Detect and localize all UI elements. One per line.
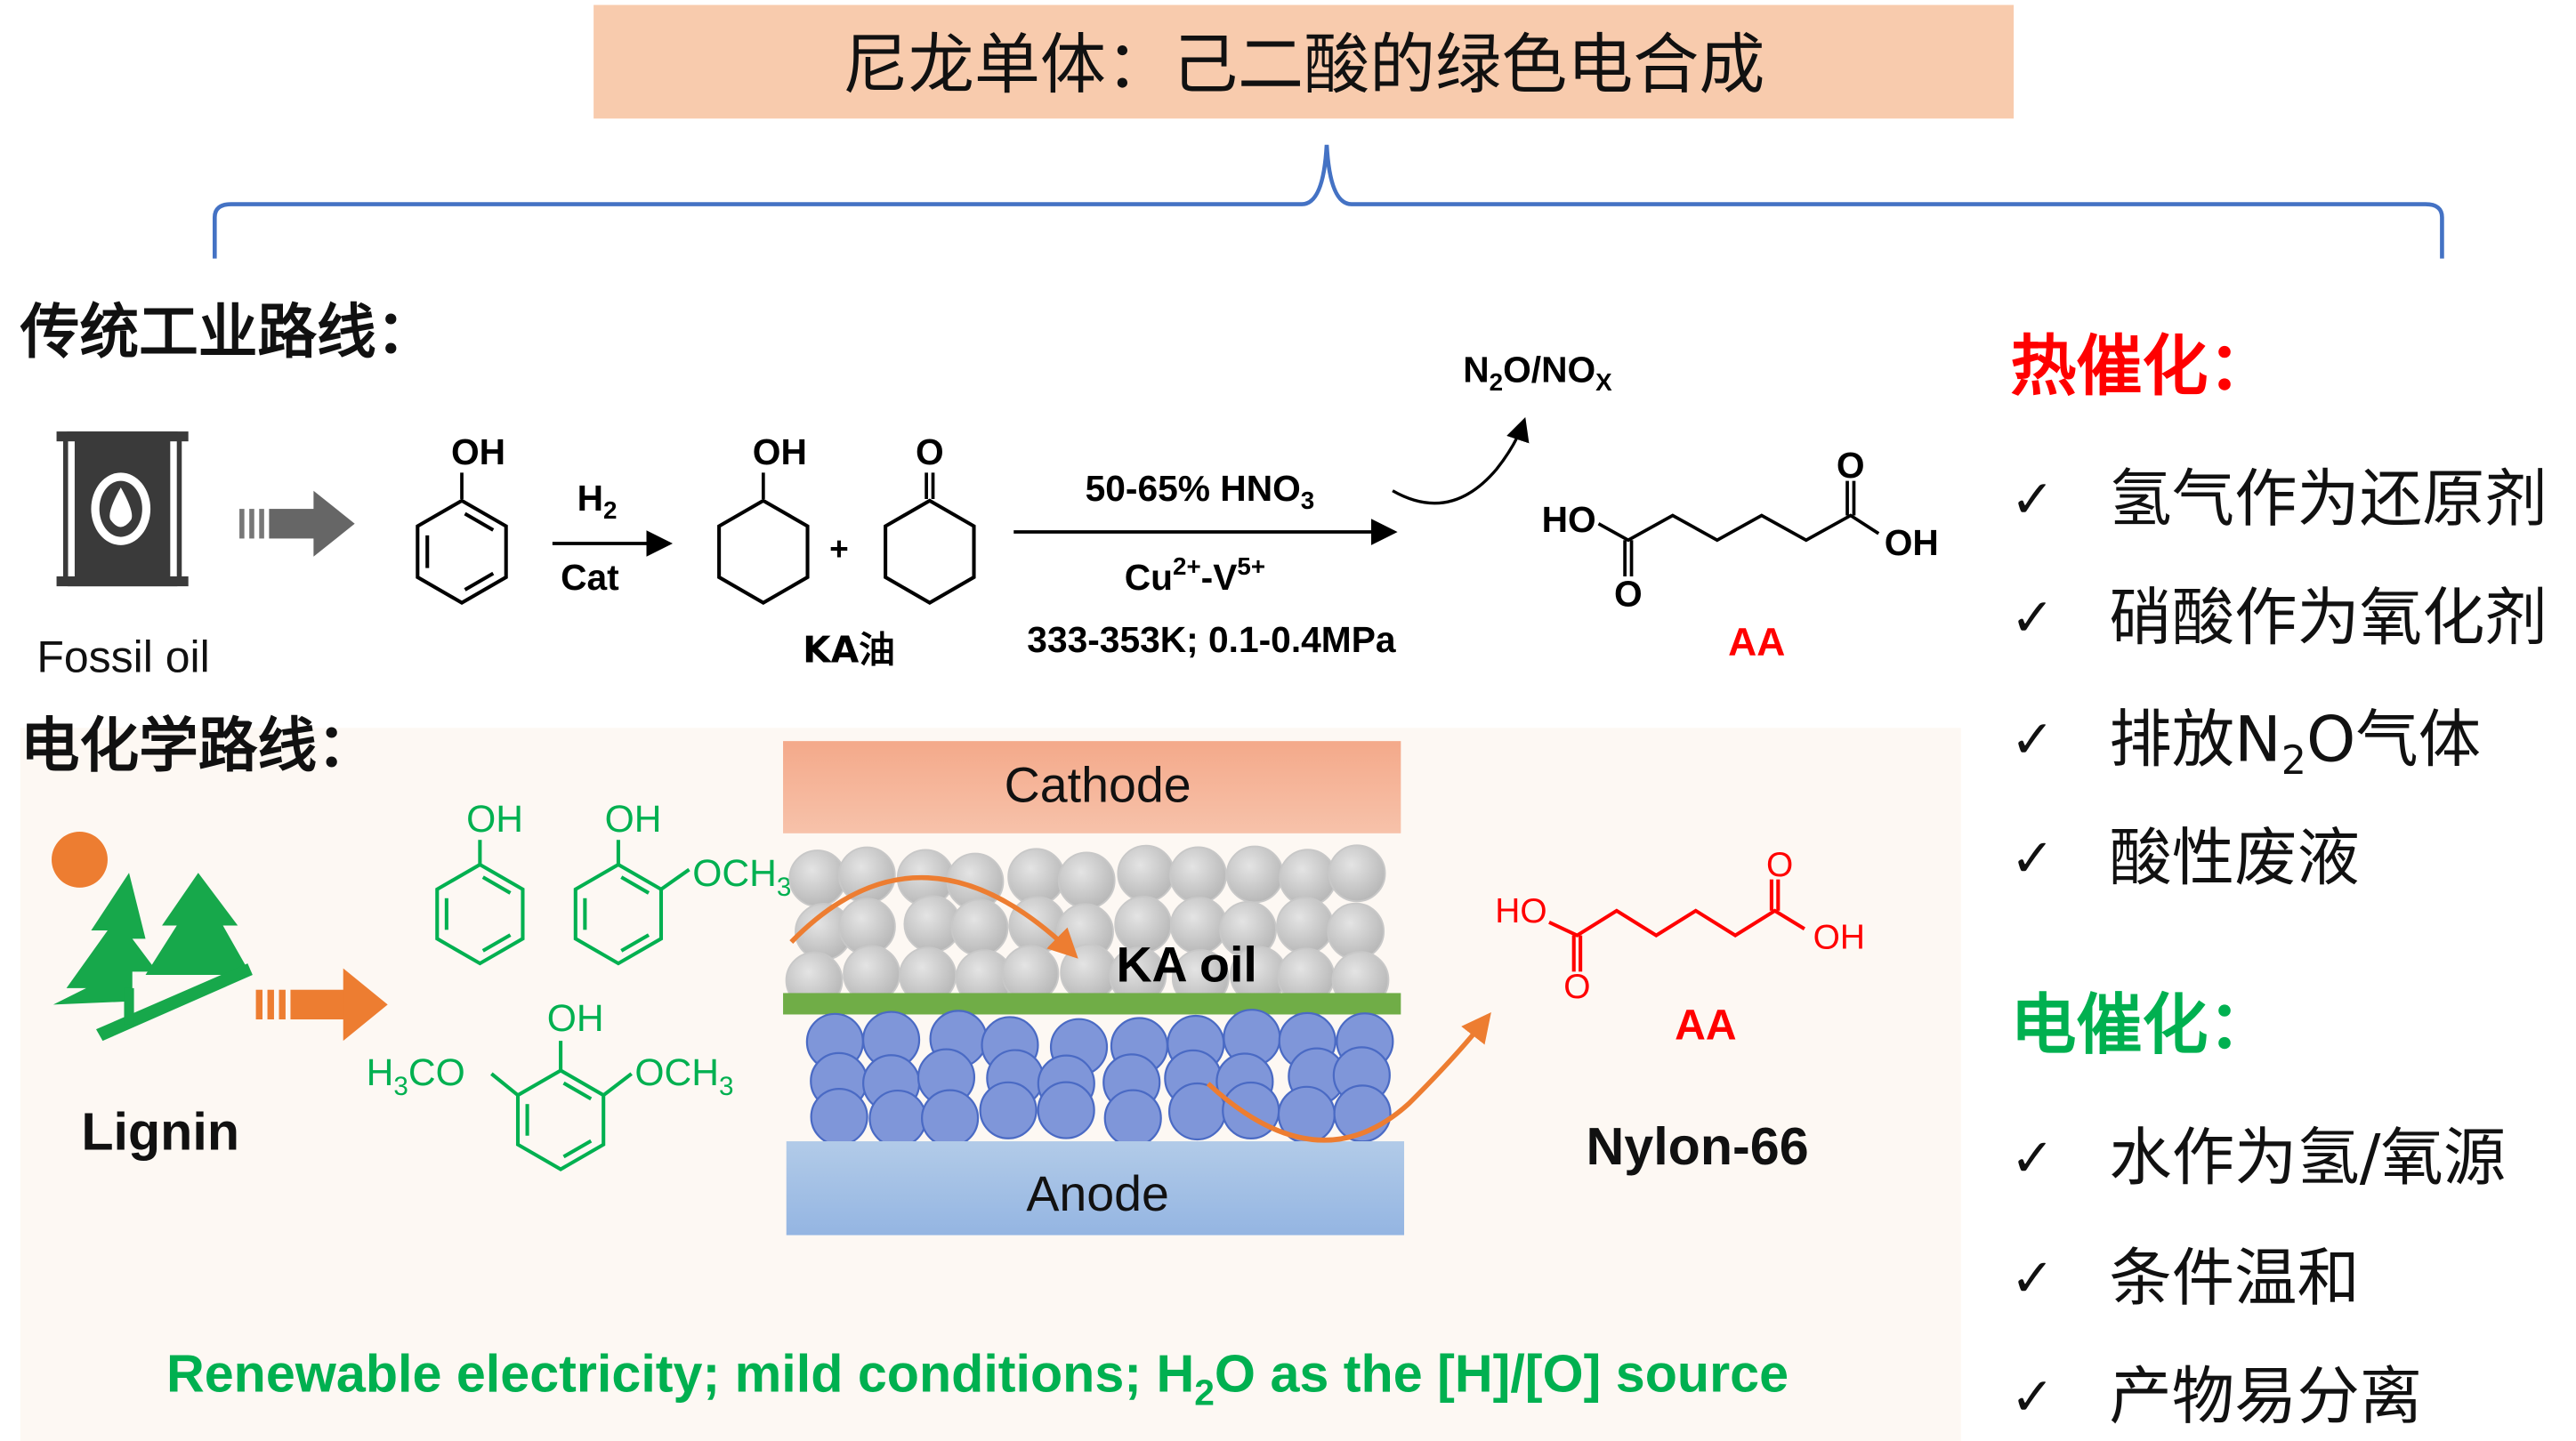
syringol-structure [515,1068,606,1171]
phenol-oh-label: OH [451,431,505,472]
gray-particle [1117,844,1175,903]
blue-particle [979,1081,1038,1139]
gray-arrow-icon [239,490,355,557]
check-icon: ✓ [2010,1247,2055,1308]
cyclohexanol-structure [717,498,810,605]
conditions-label: 333-353K; 0.1-0.4MPa [1027,619,1396,660]
guaiacol-och3-label: OCH3 [692,852,791,902]
check-icon: ✓ [2010,468,2055,529]
catalyst-particles-anode [805,1009,1394,1148]
phenol-oh-label: OH [466,798,523,841]
cathode-label: Cathode [1005,758,1191,813]
blue-particle [920,1089,980,1147]
ka-oil-label: KA油 [803,628,895,671]
adipic-acid-structure [1597,480,1880,576]
aa-ho-label: HO [1495,892,1546,930]
catalyst-particles-cathode [785,844,1390,1010]
lignin-label: Lignin [81,1101,239,1161]
gray-particle [1276,897,1334,955]
cyclohexanone-o-label: O [916,431,944,472]
byproduct-arrow [1392,416,1530,505]
guaiacol-oh-label: OH [605,798,662,841]
fossil-oil-label: Fossil oil [36,632,209,681]
electro-item-1: 水作为氢/氧源 [2109,1122,2506,1195]
gray-particle [1169,846,1227,905]
electrocatalysis-heading: 电催化： [2010,987,2273,1064]
aa-o-label: O [1563,968,1590,1006]
syringol-h3co-label: H3CO [367,1051,465,1101]
blue-particle [810,1088,868,1147]
aa-oh-label: OH [1885,522,1939,563]
check-icon: ✓ [2010,1365,2055,1427]
anode-electrode [786,1141,1405,1236]
aa-oh-label: OH [1813,918,1865,956]
aa-o-label: O [1837,445,1865,486]
gray-particle [837,846,896,905]
oil-barrel-icon [56,431,189,587]
aa-product-label: AA [1728,621,1785,664]
gray-particle [1327,902,1385,961]
forest-icon [52,831,253,1042]
cyclohexanol-oh-label: OH [753,431,807,472]
catalyst-label: Cu2+-V5+ [1125,552,1265,598]
check-icon: ✓ [2010,1127,2055,1188]
anode-label: Anode [1026,1166,1169,1221]
title-banner [594,4,2015,119]
aa-product-label: AA [1675,1001,1737,1049]
check-icon: ✓ [2010,587,2055,648]
thermal-catalysis-heading: 热催化： [2010,328,2273,405]
gray-particle [950,898,1009,957]
electrochemical-heading: 电化学路线： [20,711,376,780]
byproduct-label: N2O/NOX [1463,350,1612,396]
anode-reaction-arrow [1206,1011,1491,1143]
gray-particle [788,849,847,907]
page-title: 尼龙单体：己二酸的绿色电合成 [843,27,1765,103]
syringol-oh-label: OH [547,997,604,1040]
cyclohexanone-structure [884,498,976,605]
membrane [783,993,1401,1015]
cathode-electrode [783,741,1401,833]
phenol-structure-green [435,862,525,966]
cathode-reaction-arrow [789,874,1078,959]
ka-oil-intermediate-label: KA oil [1116,937,1256,992]
check-icon: ✓ [2010,709,2055,770]
aa-o-label: O [1766,846,1793,884]
nylon-66-label: Nylon-66 [1587,1116,1809,1176]
gray-particle [1057,851,1116,910]
check-icon: ✓ [2010,827,2055,889]
blue-particle [1103,1089,1162,1147]
plus-sign: + [829,529,849,567]
curly-brace [212,144,2444,259]
thermal-item-3: 排放N2O气体 [2109,703,2481,784]
step1-reagent: H2 [577,478,618,524]
blue-particle [1037,1081,1095,1139]
traditional-heading: 传统工业路线： [20,297,435,366]
thermal-item-1: 氢气作为还原剂 [2109,463,2547,535]
oxidant-label: 50-65% HNO3 [1086,468,1315,514]
phenol-structure [416,498,508,605]
electro-item-2: 条件温和 [2109,1242,2359,1315]
syringol-och3-label: OCH3 [634,1051,733,1101]
orange-arrow-icon [255,968,388,1042]
gray-particle [1328,844,1386,903]
blue-particle [868,1089,927,1148]
thermal-item-4: 酸性废液 [2109,822,2359,895]
aa-ho-label: HO [1542,499,1596,540]
substituent-bonds [478,840,690,1097]
aa-o-label: O [1614,573,1643,614]
thermal-item-2: 硝酸作为氧化剂 [2109,581,2547,654]
electro-item-3: 产物易分离 [2109,1360,2422,1433]
step1-catalyst: Cat [561,557,619,598]
adipic-acid-structure-red [1548,879,1805,972]
advantages-footer: Renewable electricity; mild conditions; … [166,1343,1789,1413]
guaiacol-structure [573,862,664,966]
gray-particle [1225,845,1284,904]
